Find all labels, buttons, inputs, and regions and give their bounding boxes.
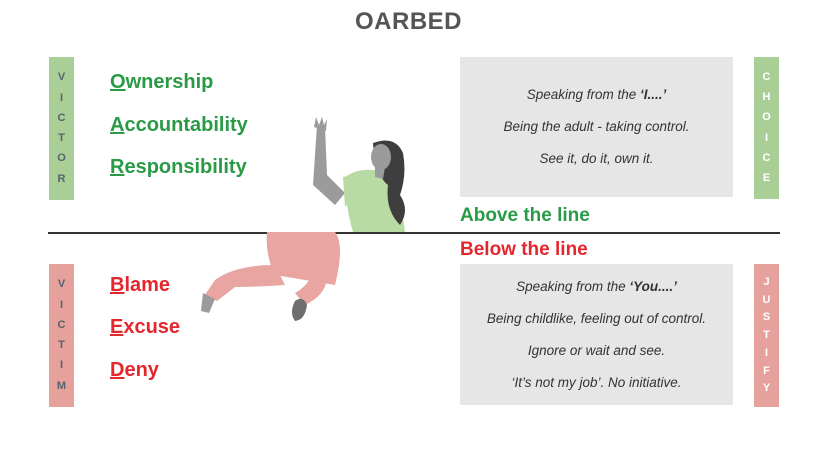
neck <box>375 167 385 179</box>
lower-arm-right <box>295 265 327 305</box>
victim-bar: V I C T I M <box>49 264 74 407</box>
justify-letter: J <box>763 275 770 288</box>
below-the-line-label: Below the line <box>460 239 588 260</box>
box-line: Being the adult - taking control. <box>503 119 690 134</box>
box-line: Ignore or wait and see. <box>527 342 666 358</box>
word-ownership: Ownership <box>110 71 213 94</box>
word-blame: Blame <box>110 274 170 297</box>
word-initial: E <box>110 316 124 338</box>
word-deny: Deny <box>110 359 159 382</box>
word-accountability: Accountability <box>110 114 248 137</box>
victim-letter: V <box>57 278 66 291</box>
word-initial: D <box>110 359 125 381</box>
above-description-box: Speaking from the ‘I....’ Being the adul… <box>460 57 733 197</box>
raised-arm <box>313 125 345 205</box>
justify-letter: S <box>762 311 771 324</box>
victor-letter: O <box>57 152 66 165</box>
victim-letter: I <box>59 298 64 311</box>
justify-letter: Y <box>762 382 771 395</box>
choice-letter: I <box>764 131 769 144</box>
justify-letter: I <box>764 346 769 359</box>
box-emphasis: ‘I....’ <box>640 87 667 102</box>
box-line: Being childlike, feeling out of control. <box>486 310 707 326</box>
victor-bar: V I C T O R <box>49 57 74 200</box>
word-responsibility: Responsibility <box>110 156 247 179</box>
choice-letter: E <box>762 171 771 184</box>
victim-letter: I <box>59 359 64 372</box>
shoe-left <box>201 293 215 313</box>
word-rest: xcuse <box>123 316 181 338</box>
victim-letter: M <box>56 379 67 392</box>
hand-raised <box>314 117 327 131</box>
justify-letter: F <box>763 364 770 377</box>
justify-letter: T <box>763 329 770 341</box>
box-line: Speaking from the ‘You....’ <box>516 271 677 303</box>
choice-letter: C <box>762 151 771 164</box>
box-line: Speaking from the ‘I....’ <box>527 79 667 111</box>
lower-arm-left <box>205 265 285 301</box>
justify-bar: J U S T I F Y <box>754 264 779 407</box>
above-the-line-label: Above the line <box>460 205 590 226</box>
shoe-right <box>292 298 307 321</box>
page-title: OARBED <box>354 8 462 35</box>
box-text: Speaking from the <box>516 278 630 294</box>
word-rest: esponsibility <box>124 156 247 178</box>
justify-letter: U <box>762 293 771 306</box>
face <box>371 144 391 170</box>
word-initial: O <box>110 71 126 93</box>
word-rest: eny <box>124 359 159 381</box>
victor-letter: V <box>57 71 66 84</box>
word-rest: wnership <box>125 71 214 93</box>
victim-letter: T <box>58 339 65 352</box>
choice-letter: O <box>762 111 771 124</box>
victor-letter: R <box>57 172 66 185</box>
person-illustration <box>201 117 405 321</box>
victor-letter: C <box>57 111 66 124</box>
box-emphasis: ‘You....’ <box>629 278 677 294</box>
word-excuse: Excuse <box>110 316 180 339</box>
word-initial: R <box>110 156 125 178</box>
word-rest: lame <box>124 274 171 296</box>
word-rest: ccountability <box>124 114 248 136</box>
victor-letter: I <box>59 91 64 104</box>
the-line-divider <box>48 232 780 234</box>
box-line: ‘It’s not my job’. No initiative. <box>511 374 682 390</box>
choice-letter: H <box>762 91 771 104</box>
choice-letter: C <box>762 71 771 84</box>
box-line: See it, do it, own it. <box>539 151 654 166</box>
box-text: Speaking from the <box>526 87 641 102</box>
word-initial: B <box>110 274 125 296</box>
victim-letter: C <box>57 318 66 331</box>
word-initial: A <box>110 114 125 136</box>
victor-letter: T <box>58 132 65 145</box>
below-description-box: Speaking from the ‘You....’ Being childl… <box>460 264 733 405</box>
sleeve <box>343 176 360 207</box>
choice-bar: C H O I C E <box>754 57 779 199</box>
